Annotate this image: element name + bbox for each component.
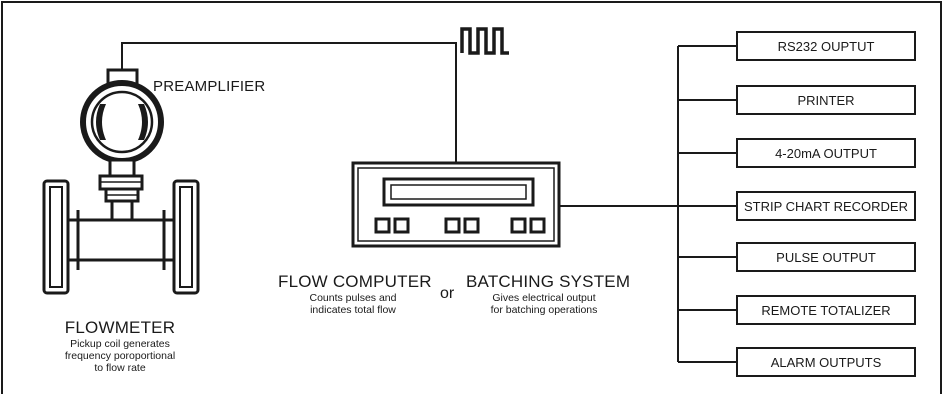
flowmeter-desc-line-3: to flow rate <box>94 362 146 374</box>
flow-computer-desc-line-2: indicates total flow <box>310 304 396 316</box>
output-box-6: REMOTE TOTALIZER <box>736 295 916 325</box>
output-box-5: PULSE OUTPUT <box>736 242 916 272</box>
output-box-7: ALARM OUTPUTS <box>736 347 916 377</box>
preamplifier-label: PREAMPLIFIER <box>153 78 266 95</box>
batching-system-desc-line-2: for batching operations <box>490 304 598 316</box>
flow-computer-title: FLOW COMPUTER <box>278 272 432 291</box>
batching-system-desc-line-1: Gives electrical output <box>492 292 596 304</box>
flowmeter-desc-line-1: Pickup coil generates <box>70 338 170 350</box>
output-bus <box>677 45 736 363</box>
output-box-2: PRINTER <box>736 85 916 115</box>
flowmeter-caption: FLOWMETER Pickup coil generates frequenc… <box>55 318 185 374</box>
signal-wire <box>121 42 457 163</box>
flowmeter-desc-line-2: frequency poroportional <box>64 350 176 362</box>
preamplifier-icon <box>80 68 164 223</box>
flowmeter-icon <box>42 179 200 295</box>
pulse-train-icon <box>460 27 509 55</box>
output-box-4: STRIP CHART RECORDER <box>736 191 916 221</box>
output-box-3: 4-20mA OUTPUT <box>736 138 916 168</box>
output-box-1: RS232 OUPTUT <box>736 31 916 61</box>
flow-computer-caption: FLOW COMPUTER Counts pulses and indicate… <box>278 272 432 316</box>
flow-computer-desc-line-1: Counts pulses and <box>309 292 397 304</box>
batching-system-title: BATCHING SYSTEM <box>466 272 631 291</box>
flow-computer-device <box>351 161 561 248</box>
flowmeter-title: FLOWMETER <box>64 318 176 337</box>
batching-system-caption: BATCHING SYSTEM Gives electrical output … <box>466 272 631 316</box>
or-connector: or <box>440 285 455 302</box>
